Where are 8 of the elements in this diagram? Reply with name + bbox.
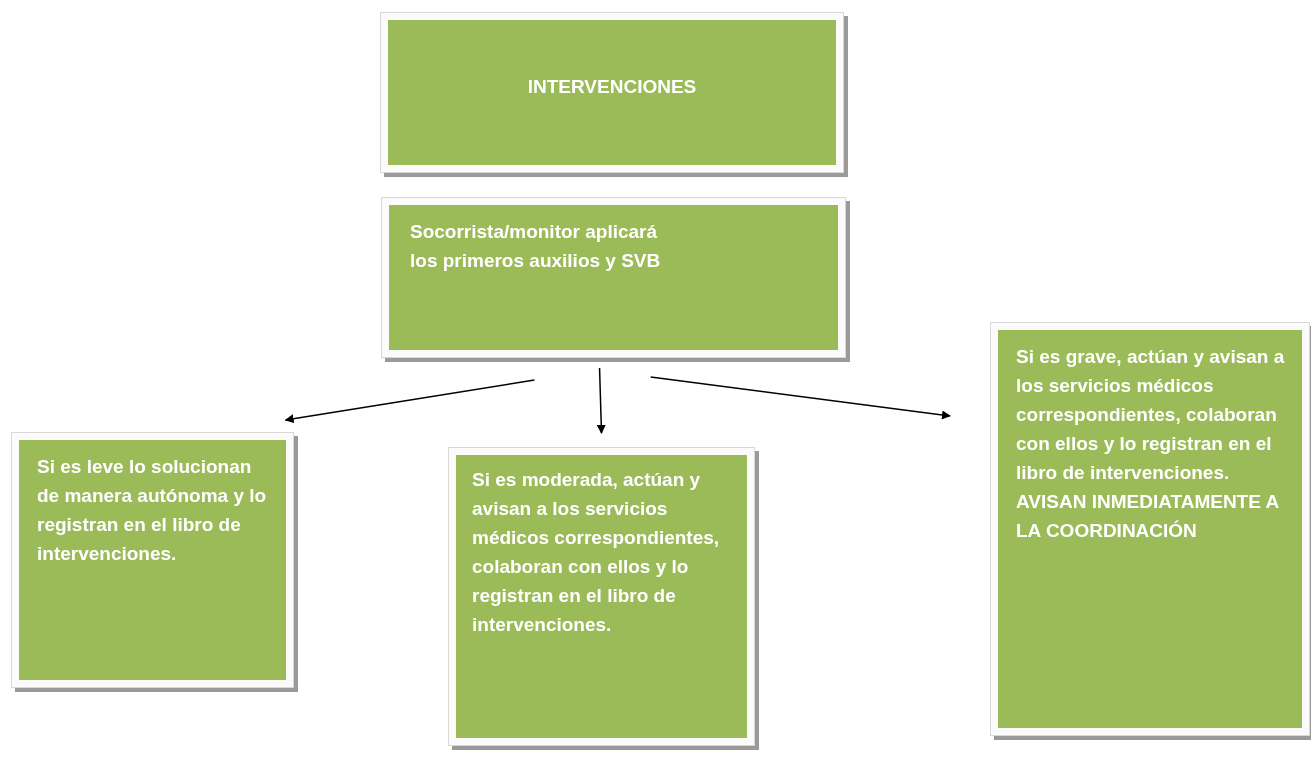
box-text: Si es leve lo solucionan de manera autónoma y lo registran en el libro de intervenciones.	[37, 455, 268, 566]
box-text: Socorrista/monitor aplicará los primeros auxilios y SVB	[410, 220, 662, 273]
arrow	[649, 376, 951, 420]
box-text: Si es grave, actúan y avisan a los servicios médicos correspondientes, colaboran con ellos y lo registran en el libro de intervenciones. AVISAN INMEDIATAMENTE A LA COORDINACIÓN	[1016, 345, 1286, 543]
arrow	[284, 379, 536, 424]
box-text: INTERVENCIONES	[526, 75, 698, 99]
arrow	[596, 367, 606, 434]
box-text: Si es moderada, actúan y avisan a los servicios médicos correspondientes, colaboran con ellos y lo registran en el libro de intervenciones.	[472, 468, 721, 637]
